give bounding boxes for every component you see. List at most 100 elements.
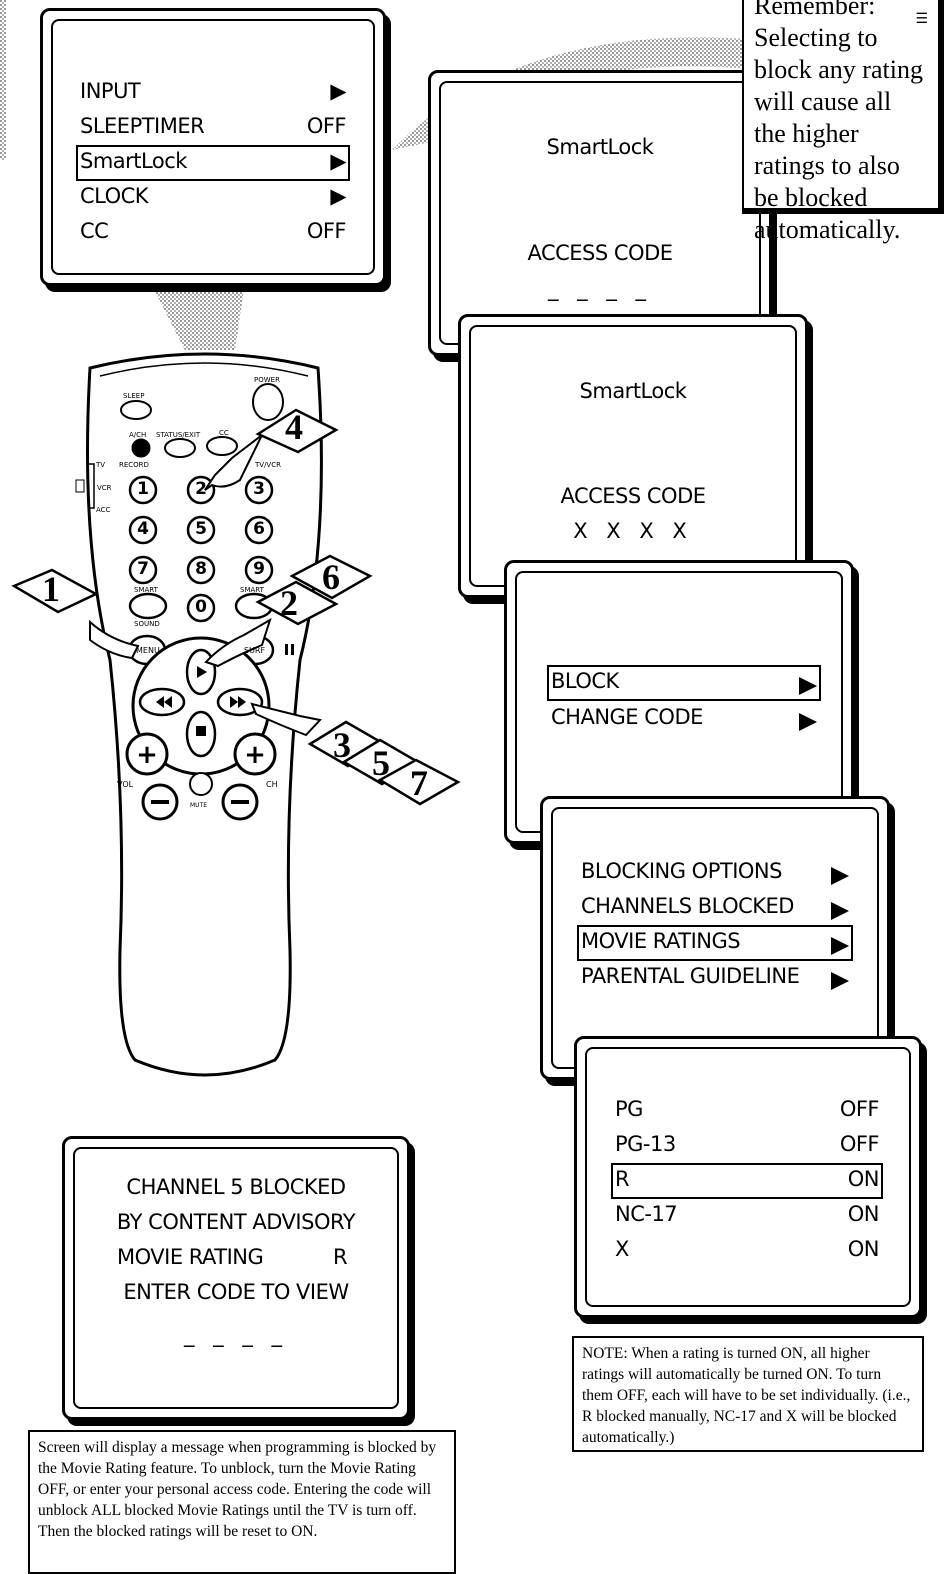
digit-2-button[interactable] xyxy=(186,475,216,505)
rating-row-x[interactable]: X ON xyxy=(615,1237,880,1261)
arrow-right-icon: ▶ xyxy=(330,149,346,173)
fast-forward-icon xyxy=(230,696,238,708)
smartlock-access-screen-1: SmartLock ACCESS CODE _ _ _ _ xyxy=(428,70,772,356)
pointing-hand-icon-step4 xyxy=(204,434,263,491)
status-exit-label: STATUS/EXIT xyxy=(156,431,201,439)
ach-button[interactable] xyxy=(131,438,151,458)
cc-button[interactable] xyxy=(206,436,238,456)
pointing-hand-icon-step1 xyxy=(89,619,140,660)
arrow-right-icon xyxy=(831,968,849,992)
access-code-field[interactable]: _ _ _ _ xyxy=(183,1323,289,1347)
access-code-label: ACCESS CODE xyxy=(527,241,673,265)
sleep-button[interactable] xyxy=(120,400,152,420)
blocked-movie-rating-label: MOVIE RATING xyxy=(117,1245,264,1269)
menu-item-sleeptimer[interactable]: SLEEPTIMER OFF xyxy=(80,114,347,138)
digit-0-button[interactable] xyxy=(186,593,216,623)
smart-sound-label: SMART xyxy=(134,586,158,594)
access-code-field[interactable]: X X X X xyxy=(573,519,693,543)
blocked-line-4: ENTER CODE TO VIEW xyxy=(123,1280,349,1304)
step-7-badge xyxy=(377,758,461,806)
power-button[interactable] xyxy=(252,383,284,421)
menu-label: MENU xyxy=(136,646,160,655)
arrow-right-icon xyxy=(831,933,849,957)
acc-label: ACC xyxy=(96,506,111,514)
arrow-right-icon xyxy=(831,863,849,887)
screen-title: SmartLock xyxy=(579,379,687,403)
access-code-field[interactable]: _ _ _ _ xyxy=(547,277,653,301)
menu-item-channels-blocked[interactable]: CHANNELS BLOCKED xyxy=(581,894,849,922)
digit-1-button[interactable] xyxy=(128,475,158,505)
rating-row-r[interactable]: R ON xyxy=(611,1163,883,1199)
surf-label: SURF xyxy=(244,646,266,655)
menu-item-change-code[interactable]: CHANGE CODE xyxy=(551,705,817,733)
step-2-badge xyxy=(255,580,339,626)
tv-menu-list: INPUT ▶ SLEEPTIMER OFF SmartLock ▶ CLOCK… xyxy=(76,79,350,259)
volume-up-button[interactable] xyxy=(125,732,169,776)
step-1-badge xyxy=(11,568,99,614)
digit-8-button[interactable] xyxy=(186,555,216,585)
screen-title: SmartLock xyxy=(546,135,654,159)
digit-4-button[interactable] xyxy=(128,515,158,545)
smartlock-access-screen-2: SmartLock ACCESS CODE X X X X xyxy=(458,314,808,598)
digit-8-label: 8 xyxy=(195,559,207,579)
mode-switch[interactable] xyxy=(75,479,85,493)
digit-1-label: 1 xyxy=(137,479,149,499)
digit-6-button[interactable] xyxy=(244,515,274,545)
menu-item-blocking-options[interactable]: BLOCKING OPTIONS xyxy=(581,859,849,887)
rewind-icon xyxy=(156,696,172,708)
blocked-line-2: BY CONTENT ADVISORY xyxy=(116,1210,356,1234)
digit-5-button[interactable] xyxy=(186,515,216,545)
rating-status: ON xyxy=(847,1167,880,1191)
rating-row-pg13[interactable]: PG-13 OFF xyxy=(615,1132,880,1156)
step-badges xyxy=(11,408,461,806)
power-label: POWER xyxy=(254,376,280,384)
menu-item-input[interactable]: INPUT ▶ xyxy=(80,79,346,103)
tvvcr-label: TV/VCR xyxy=(255,461,281,469)
menu-item-cc[interactable]: CC OFF xyxy=(80,219,347,243)
menu-beam xyxy=(150,282,245,350)
cc-label: CC xyxy=(219,429,229,437)
rating-status: ON xyxy=(847,1202,880,1226)
step-2-number: 2 xyxy=(280,583,298,623)
rating-row-pg[interactable]: PG OFF xyxy=(615,1097,880,1121)
digit-3-button[interactable] xyxy=(244,475,274,505)
digit-9-button[interactable] xyxy=(244,555,274,585)
mute-button[interactable] xyxy=(189,772,213,796)
menu-item-parental-guideline[interactable]: PARENTAL GUIDELINE xyxy=(581,964,849,992)
minus-icon xyxy=(231,800,249,804)
step-3-number: 3 xyxy=(333,725,351,765)
rating-row-nc17[interactable]: NC-17 ON xyxy=(615,1202,880,1226)
digit-0-label: 0 xyxy=(195,597,207,617)
blocked-line-1: CHANNEL 5 BLOCKED xyxy=(126,1175,346,1199)
menu-item-movie-ratings[interactable]: MOVIE RATINGS xyxy=(577,925,853,961)
menu-item-block[interactable]: BLOCK xyxy=(547,665,821,701)
digit-7-button[interactable] xyxy=(128,555,158,585)
pointing-hand-icons xyxy=(89,434,322,737)
rating-status: ON xyxy=(847,1237,880,1261)
stop-icon xyxy=(196,726,206,736)
record-label: RECORD xyxy=(119,461,149,469)
number-pad xyxy=(128,475,274,623)
arrow-right-icon xyxy=(799,673,817,697)
arrow-right-icon: ▶ xyxy=(330,79,346,103)
status-exit-button[interactable] xyxy=(164,438,196,458)
remember-text: Selecting to block any rating will cause… xyxy=(754,23,923,244)
remember-callout: Remember: Selecting to block any rating … xyxy=(742,0,944,244)
pause-icon xyxy=(285,644,288,655)
tv-menu-screen: INPUT ▶ SLEEPTIMER OFF SmartLock ▶ CLOCK… xyxy=(40,8,386,286)
smart-sound-button[interactable] xyxy=(128,592,168,620)
channel-up-button[interactable] xyxy=(233,732,277,776)
menu-item-clock[interactable]: CLOCK ▶ xyxy=(80,184,346,208)
blocked-movie-rating-value: R xyxy=(333,1245,348,1269)
play-icon xyxy=(197,666,207,678)
vcr-label: VCR xyxy=(97,484,112,492)
step-4-badge xyxy=(255,408,339,454)
plus-icon: + xyxy=(244,740,266,770)
arrow-right-icon: ▶ xyxy=(330,184,346,208)
step-6-number: 6 xyxy=(322,557,340,597)
ratings-note: NOTE: When a rating is turned ON, all hi… xyxy=(572,1336,924,1452)
digit-2-label: 2 xyxy=(195,479,207,499)
arrow-right-icon xyxy=(799,709,817,733)
menu-item-smartlock[interactable]: SmartLock ▶ xyxy=(76,145,350,181)
